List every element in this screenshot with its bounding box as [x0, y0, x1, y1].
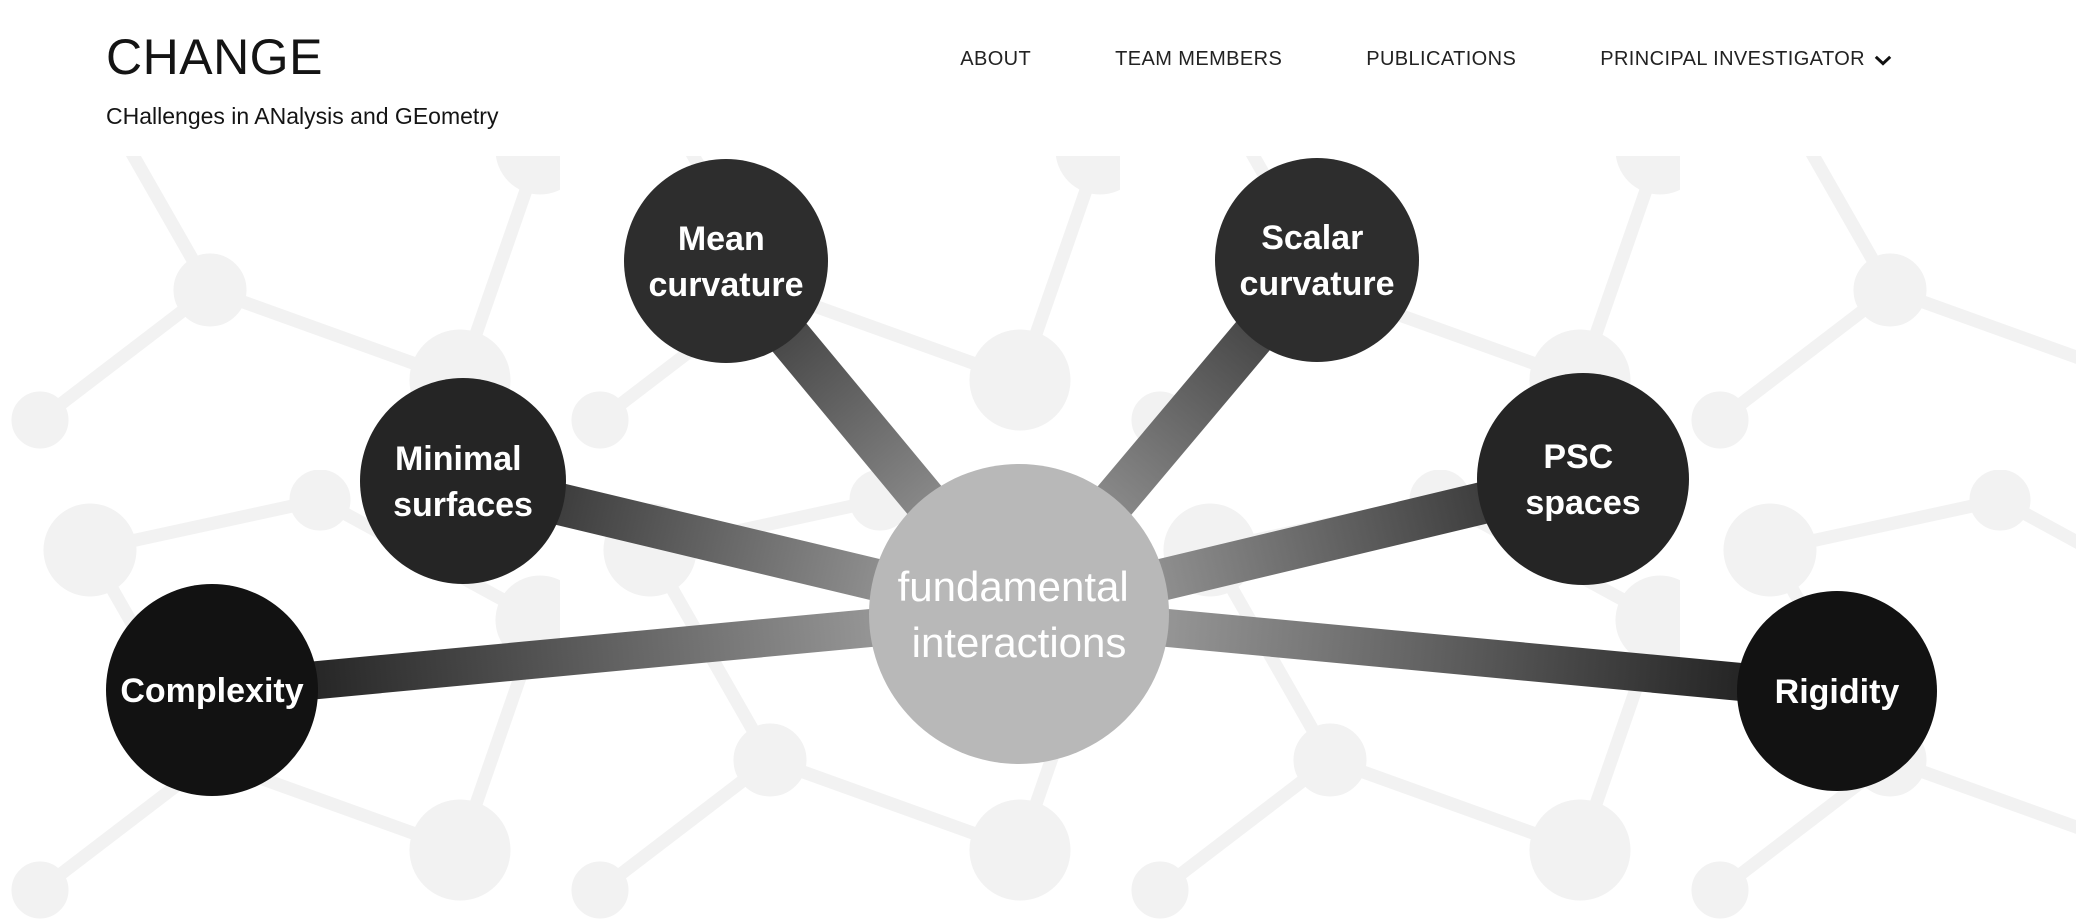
site-brand: CHANGE CHallenges in ANalysis and GEomet…: [106, 28, 498, 130]
nav-item-publications[interactable]: PUBLICATIONS: [1366, 48, 1517, 70]
node-rigidity-label: Rigidity: [1775, 673, 1900, 711]
site-header: CHANGE CHallenges in ANalysis and GEomet…: [0, 0, 2076, 130]
site-subtitle: CHallenges in ANalysis and GEometry: [106, 103, 499, 129]
node-complexity-label: Complexity: [120, 672, 303, 710]
node-minimal-surfaces: Minimal surfaces: [360, 378, 566, 584]
node-scalar-curvature: Scalar curvature: [1215, 158, 1419, 362]
nav-item-team-members[interactable]: TEAM MEMBERS: [1115, 48, 1283, 70]
node-complexity: Complexity: [106, 584, 318, 796]
node-scalar-curvature-label: Scalar curvature: [1240, 219, 1395, 303]
node-rigidity: Rigidity: [1737, 591, 1937, 791]
nav-item-principal-investigator-label: PRINCIPAL INVESTIGATOR: [1600, 48, 1865, 70]
node-fundamental-interactions-label: fundamental interactions: [898, 563, 1141, 666]
nav-item-about[interactable]: ABOUT: [960, 48, 1032, 70]
main-nav: ABOUT TEAM MEMBERS PUBLICATIONS PRINCIPA…: [960, 28, 1892, 71]
node-minimal-surfaces-label: Minimal surfaces: [393, 440, 533, 524]
nav-item-principal-investigator[interactable]: PRINCIPAL INVESTIGATOR: [1600, 48, 1892, 71]
node-fundamental-interactions: fundamental interactions: [869, 464, 1169, 764]
node-psc-spaces: PSC spaces: [1477, 373, 1689, 585]
node-psc-spaces-label: PSC spaces: [1525, 438, 1640, 522]
node-mean-curvature-label: Mean curvature: [649, 220, 804, 304]
chevron-down-icon: [1874, 55, 1892, 66]
node-mean-curvature: Mean curvature: [624, 159, 828, 363]
site-title[interactable]: CHANGE: [106, 29, 323, 85]
